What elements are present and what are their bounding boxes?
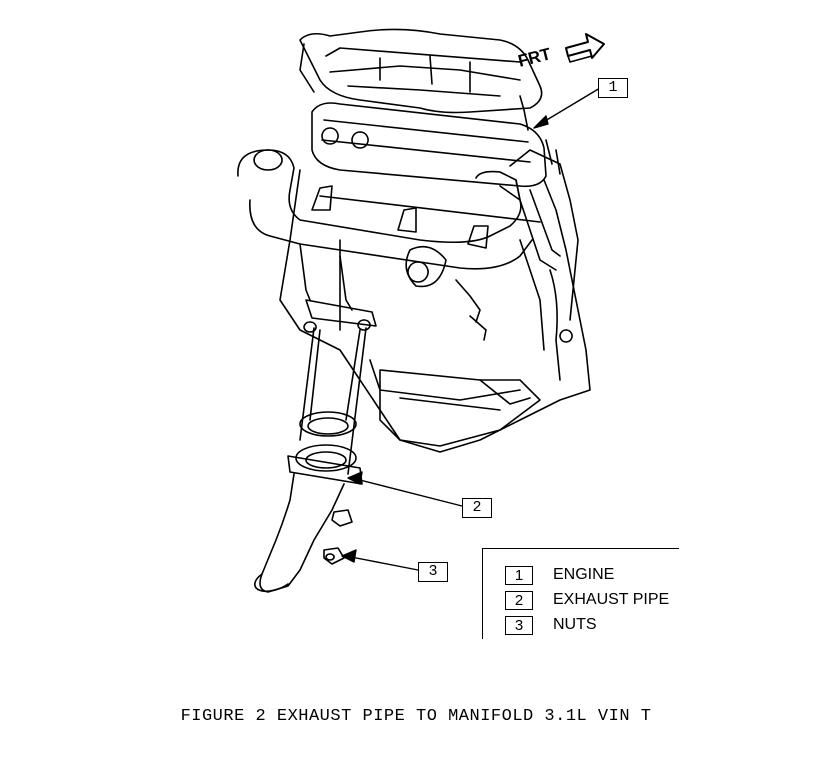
leader-lines: [341, 87, 601, 571]
legend-number: 2: [505, 590, 533, 610]
leader-line-2: [351, 477, 463, 507]
legend-label: NUTS: [553, 616, 597, 633]
front-arrow-icon: [565, 33, 605, 63]
leader-arrow-1: [533, 115, 549, 129]
callout-1: 1: [598, 78, 628, 98]
leader-arrow-2: [347, 471, 363, 485]
legend-number: 1: [505, 565, 533, 585]
legend-item: 3 NUTS: [505, 615, 597, 635]
exhaust-manifold-drawing: [237, 149, 533, 311]
legend-label: EXHAUST PIPE: [553, 591, 670, 608]
legend-label: ENGINE: [553, 566, 615, 583]
callout-2: 2: [462, 498, 492, 518]
leader-arrow-3: [341, 549, 357, 563]
callout-3: 3: [418, 562, 448, 582]
legend: 1 ENGINE 2 EXHAUST PIPE 3 NUTS: [482, 548, 679, 639]
leader-line-3: [345, 555, 419, 571]
exhaust-pipe-drawing: [254, 299, 377, 593]
legend-item: 1 ENGINE: [505, 565, 614, 585]
engine-drawing: [279, 28, 591, 453]
legend-item: 2 EXHAUST PIPE: [505, 590, 669, 610]
figure-caption: FIGURE 2 EXHAUST PIPE TO MANIFOLD 3.1L V…: [180, 707, 652, 726]
legend-number: 3: [505, 615, 533, 635]
leader-line-1: [539, 87, 601, 125]
